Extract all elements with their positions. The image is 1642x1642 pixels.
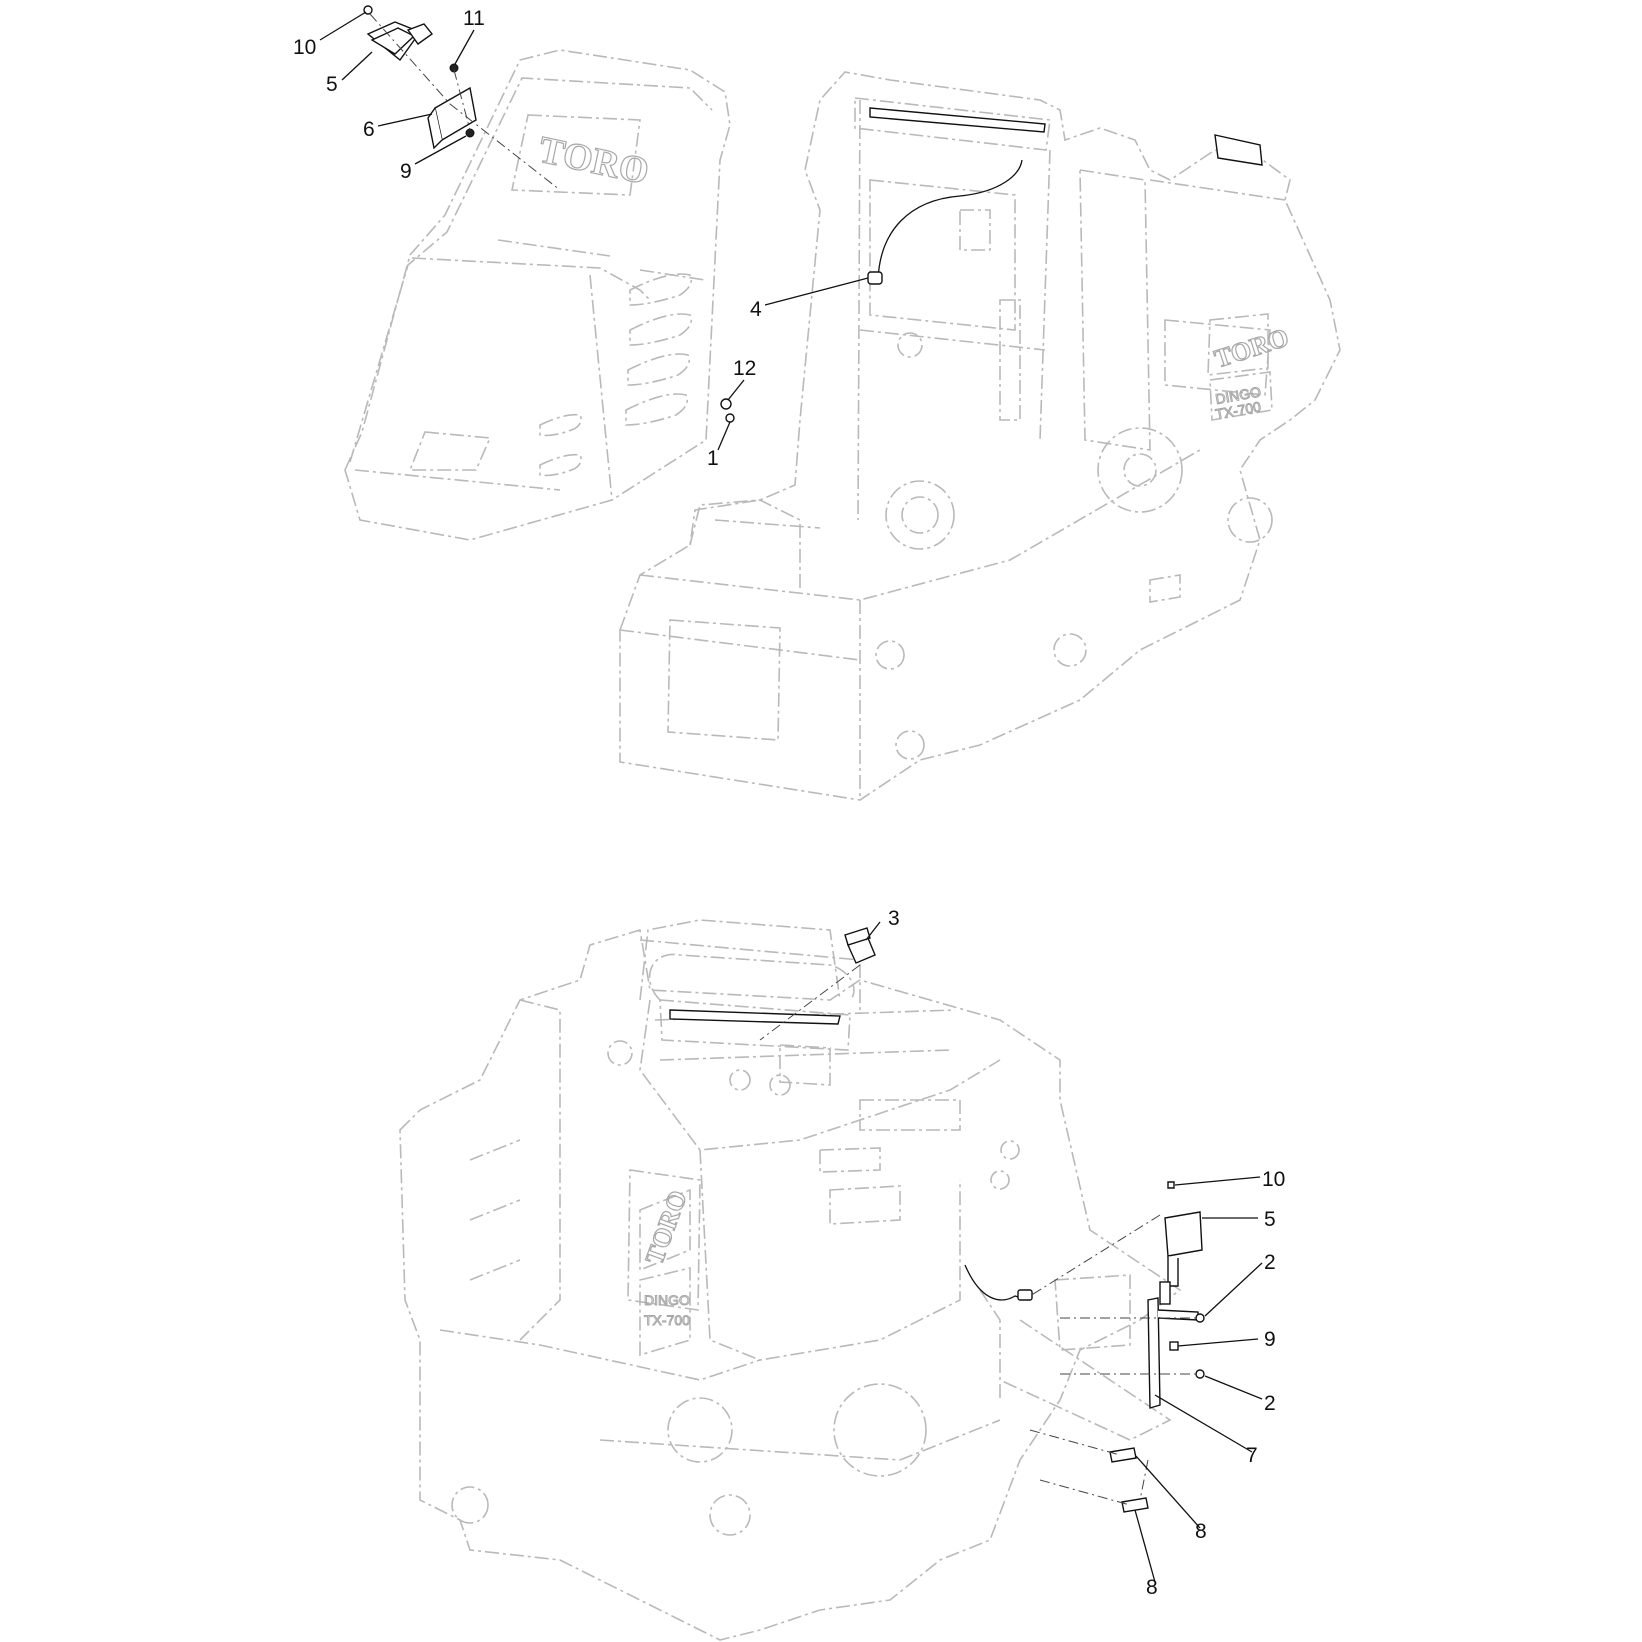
switch-3 [759, 927, 876, 1041]
nut-9-top [465, 128, 475, 138]
callouts: 10 11 5 6 9 4 12 1 3 10 5 2 9 2 7 8 8 [293, 7, 1285, 1599]
bolt-8b-bottom [1121, 1497, 1149, 1513]
nut-11-top [449, 63, 459, 73]
callout-6-top: 6 [363, 118, 375, 141]
sensor-4 [867, 159, 1023, 285]
light-housing-5-bottom [1164, 1211, 1203, 1257]
washer-2a-bottom [1195, 1313, 1205, 1323]
screw-10-bottom [1167, 1181, 1175, 1189]
callout-9-bottom: 9 [1264, 1328, 1276, 1351]
chassis-bottom-ghost: TORO DINGO TX-700 [399, 919, 1182, 1641]
callout-2a-bottom: 2 [1264, 1251, 1276, 1274]
top-grille [869, 107, 1046, 133]
callout-3-bottom: 3 [888, 907, 900, 930]
model-plate-bottom-2: TX-700 [644, 1312, 690, 1328]
callout-1-top: 1 [707, 447, 719, 470]
callout-11-top: 11 [463, 7, 485, 30]
callout-8b-bottom: 8 [1146, 1576, 1158, 1599]
harness-bottom [964, 1214, 1161, 1301]
bracket-7-bottom [1147, 1297, 1161, 1409]
leader-lines [319, 11, 1263, 1583]
bolt-8a-bottom [1109, 1447, 1137, 1463]
grommet-1 [725, 413, 735, 423]
callout-10-top: 10 [293, 36, 316, 59]
panel-grille-bottom [669, 1009, 841, 1025]
model-plate-bottom-1: DINGO [644, 1292, 690, 1308]
bracket-assembly-top [363, 5, 561, 191]
callout-12-top: 12 [733, 357, 756, 380]
washer-2b-bottom [1195, 1369, 1205, 1379]
callout-5-top: 5 [326, 73, 338, 96]
grommets-top [720, 398, 735, 423]
callout-5-bottom: 5 [1264, 1208, 1276, 1231]
callout-7-bottom: 7 [1246, 1444, 1258, 1467]
nut-9-bottom [1169, 1341, 1179, 1351]
hood-ghost: TORO [344, 49, 731, 541]
callout-9-top: 9 [400, 160, 412, 183]
callout-10-bottom: 10 [1262, 1168, 1285, 1191]
bracket-assembly-bottom [1029, 1181, 1205, 1513]
callout-4-top: 4 [750, 298, 762, 321]
callout-2b-bottom: 2 [1264, 1392, 1276, 1415]
sensor-4-body [867, 271, 883, 285]
callout-8a-bottom: 8 [1195, 1520, 1207, 1543]
grommet-12 [720, 398, 732, 410]
chassis-top-ghost: TORO DINGO TX-700 [619, 71, 1341, 801]
